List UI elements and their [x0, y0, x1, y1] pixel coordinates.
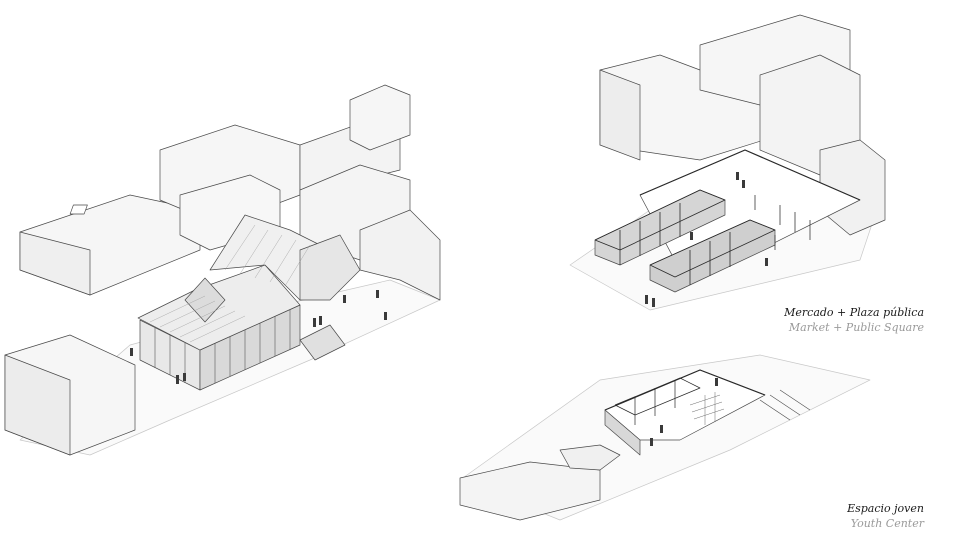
youth-caption-title: Espacio joven: [847, 502, 924, 515]
youth-center-furniture: [689, 392, 725, 425]
context-block: [459, 461, 601, 521]
youth-center-pit-wall: [604, 409, 641, 456]
roof-opening: [69, 204, 88, 215]
people-figures: [130, 290, 387, 384]
market-roof-wing: [299, 234, 361, 301]
market-colonnade: [154, 310, 291, 383]
people-figures: [645, 172, 768, 307]
market-roof-front: [137, 264, 301, 351]
context-block: [349, 84, 411, 151]
plaza-edge-wall: [639, 149, 861, 201]
youth-center-wall: [604, 369, 766, 411]
context-block: [19, 231, 91, 296]
context-block: [559, 444, 621, 471]
youth-center-rooms: [614, 377, 701, 425]
market-caption-title: Mercado + Plaza pública: [784, 306, 924, 319]
public-square-axonometric: [569, 14, 886, 311]
market-bar-frames: [594, 189, 776, 285]
roof-hatching: [149, 224, 311, 343]
people-figures: [650, 378, 718, 446]
market-stairs: [299, 324, 346, 361]
plaza-posts: [754, 195, 811, 250]
youth-caption-subtitle: Youth Center: [850, 517, 924, 530]
context-block: [4, 354, 71, 456]
market-roof-ridge: [184, 277, 226, 323]
market-building-axonometric: [4, 84, 441, 456]
youth-center-ramp: [759, 389, 811, 421]
market-caption-subtitle: Market + Public Square: [788, 321, 924, 334]
context-block: [599, 69, 641, 161]
youth-center-axonometric: [459, 354, 871, 521]
